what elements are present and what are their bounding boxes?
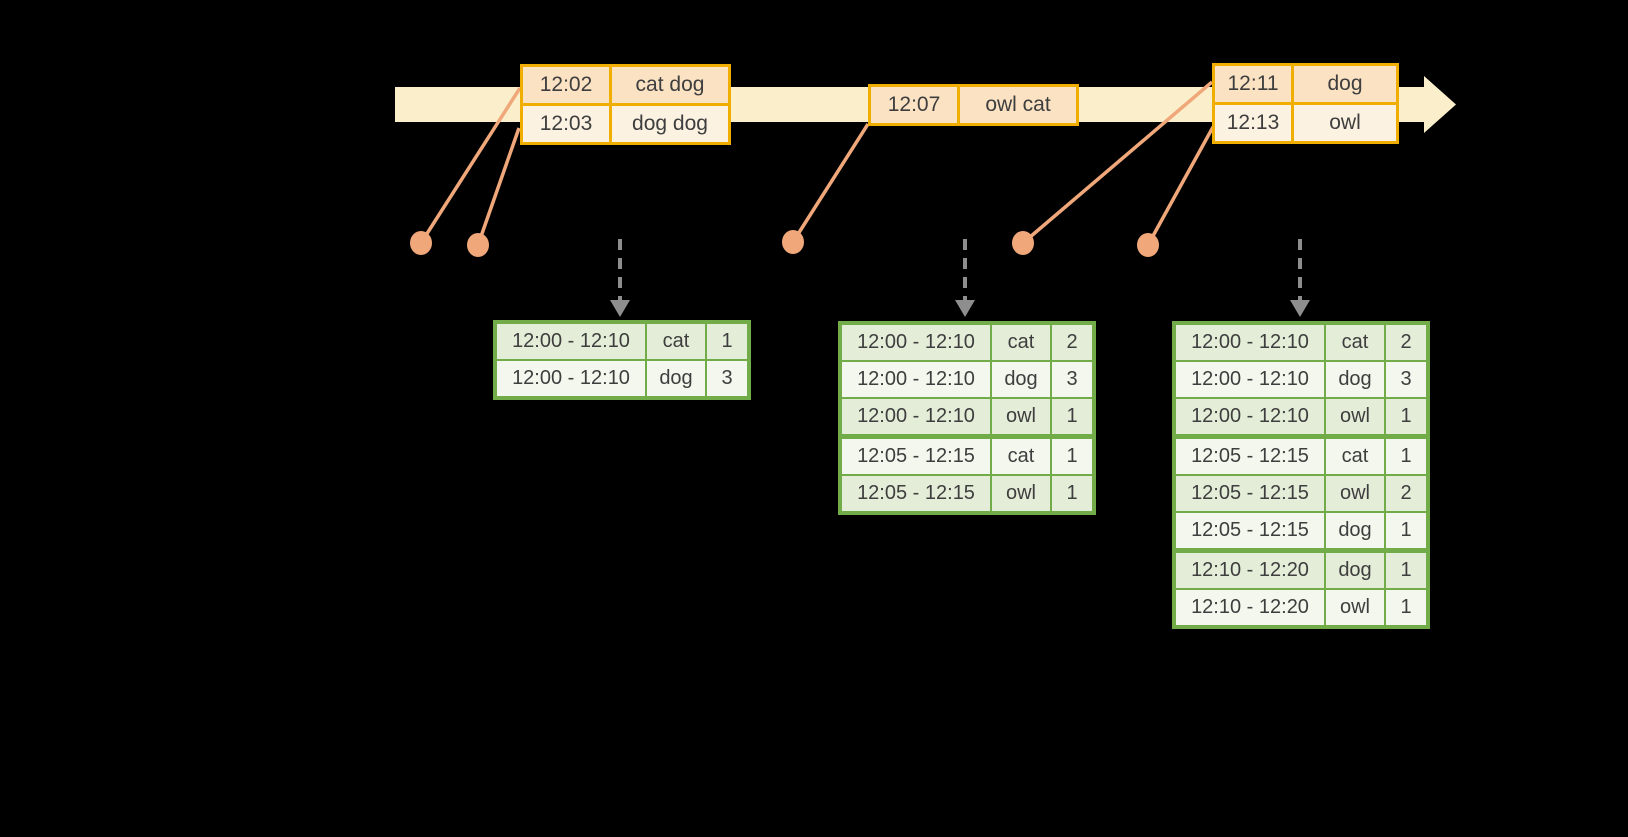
- result-count-cell: 2: [1050, 325, 1092, 360]
- event-dot: [1137, 233, 1159, 257]
- event-dot: [782, 230, 804, 254]
- result-word-cell: owl: [990, 399, 1050, 434]
- event-words-cell: dog dog: [609, 106, 728, 142]
- result-count-cell: 3: [705, 361, 747, 396]
- result-window-cell: 12:00 - 12:10: [1176, 399, 1324, 434]
- result-window-cell: 12:05 - 12:15: [842, 476, 990, 511]
- trigger-arrows: [618, 239, 1302, 301]
- event-time-cell: 12:13: [1215, 105, 1291, 141]
- result-row: 12:10 - 12:20 dog 1: [1176, 548, 1426, 588]
- result-window-cell: 12:00 - 12:10: [1176, 325, 1324, 360]
- event-words-cell: cat dog: [609, 67, 728, 103]
- connector-line: [791, 123, 870, 243]
- result-row: 12:00 - 12:10 cat 2: [842, 325, 1092, 360]
- result-row: 12:00 - 12:10 dog 3: [842, 360, 1092, 397]
- event-row: 12:13 owl: [1215, 102, 1396, 141]
- result-window-cell: 12:00 - 12:10: [842, 325, 990, 360]
- event-words-cell: dog: [1291, 66, 1396, 102]
- result-word-cell: cat: [645, 324, 705, 359]
- event-words-cell: owl cat: [957, 87, 1076, 123]
- event-dot: [467, 233, 489, 257]
- event-time-cell: 12:07: [871, 87, 957, 123]
- result-window-cell: 12:00 - 12:10: [497, 324, 645, 359]
- result-row: 12:05 - 12:15 cat 1: [1176, 434, 1426, 474]
- result-row: 12:05 - 12:15 cat 1: [842, 434, 1092, 474]
- event-time-cell: 12:02: [523, 67, 609, 103]
- connector-line: [1021, 80, 1214, 245]
- result-word-cell: dog: [645, 361, 705, 396]
- result-window-cell: 12:00 - 12:10: [842, 399, 990, 434]
- result-count-cell: 2: [1384, 325, 1426, 360]
- result-row: 12:05 - 12:15 owl 2: [1176, 474, 1426, 511]
- result-count-cell: 1: [1384, 553, 1426, 588]
- trigger-arrowheads: [610, 300, 1310, 317]
- result-word-cell: dog: [1324, 362, 1384, 397]
- result-word-cell: dog: [1324, 513, 1384, 548]
- timeline-arrowhead-icon: [1424, 76, 1456, 133]
- event-row: 12:07 owl cat: [871, 87, 1076, 123]
- result-word-cell: owl: [990, 476, 1050, 511]
- down-arrow-icon: [610, 300, 630, 317]
- result-count-cell: 1: [1384, 439, 1426, 474]
- result-window-cell: 12:05 - 12:15: [1176, 476, 1324, 511]
- event-row: 12:11 dog: [1215, 66, 1396, 102]
- result-count-cell: 1: [1384, 399, 1426, 434]
- result-word-cell: dog: [1324, 553, 1384, 588]
- result-row: 12:00 - 12:10 cat 2: [1176, 325, 1426, 360]
- result-row: 12:10 - 12:20 owl 1: [1176, 588, 1426, 625]
- result-count-cell: 1: [1384, 590, 1426, 625]
- event-dot: [410, 231, 432, 255]
- result-word-cell: owl: [1324, 590, 1384, 625]
- result-row: 12:00 - 12:10 owl 1: [1176, 397, 1426, 434]
- result-window-cell: 12:00 - 12:10: [842, 362, 990, 397]
- result-count-cell: 1: [1050, 439, 1092, 474]
- connector-line: [476, 127, 521, 246]
- result-count-cell: 3: [1384, 362, 1426, 397]
- result-word-cell: dog: [990, 362, 1050, 397]
- result-count-cell: 3: [1050, 362, 1092, 397]
- result-count-cell: 1: [705, 324, 747, 359]
- event-table-1202: 12:02 cat dog 12:03 dog dog: [520, 64, 731, 145]
- result-window-cell: 12:00 - 12:10: [1176, 362, 1324, 397]
- result-row: 12:00 - 12:10 owl 1: [842, 397, 1092, 434]
- result-table-2: 12:00 - 12:10 cat 2 12:00 - 12:10 dog 3 …: [838, 321, 1096, 515]
- event-connector-lines: [419, 80, 1215, 246]
- result-count-cell: 2: [1384, 476, 1426, 511]
- event-words-cell: owl: [1291, 105, 1396, 141]
- result-word-cell: owl: [1324, 476, 1384, 511]
- result-word-cell: owl: [1324, 399, 1384, 434]
- result-count-cell: 1: [1050, 476, 1092, 511]
- connector-line: [419, 87, 522, 244]
- result-table-3: 12:00 - 12:10 cat 2 12:00 - 12:10 dog 3 …: [1172, 321, 1430, 629]
- event-time-cell: 12:03: [523, 106, 609, 142]
- event-table-1211: 12:11 dog 12:13 owl: [1212, 63, 1399, 144]
- event-row: 12:02 cat dog: [523, 67, 728, 103]
- result-window-cell: 12:10 - 12:20: [1176, 553, 1324, 588]
- result-window-cell: 12:05 - 12:15: [1176, 513, 1324, 548]
- result-window-cell: 12:00 - 12:10: [497, 361, 645, 396]
- result-row: 12:05 - 12:15 owl 1: [842, 474, 1092, 511]
- result-row: 12:00 - 12:10 dog 3: [1176, 360, 1426, 397]
- result-word-cell: cat: [990, 439, 1050, 474]
- result-table-1: 12:00 - 12:10 cat 1 12:00 - 12:10 dog 3: [493, 320, 751, 400]
- event-time-cell: 12:11: [1215, 66, 1291, 102]
- event-table-1207: 12:07 owl cat: [868, 84, 1079, 126]
- result-row: 12:05 - 12:15 dog 1: [1176, 511, 1426, 548]
- down-arrow-icon: [955, 300, 975, 317]
- event-marker-dots: [410, 230, 1159, 257]
- down-arrow-icon: [1290, 300, 1310, 317]
- result-window-cell: 12:10 - 12:20: [1176, 590, 1324, 625]
- result-window-cell: 12:05 - 12:15: [1176, 439, 1324, 474]
- result-word-cell: cat: [990, 325, 1050, 360]
- result-count-cell: 1: [1384, 513, 1426, 548]
- result-row: 12:00 - 12:10 dog 3: [497, 359, 747, 396]
- event-row: 12:03 dog dog: [523, 103, 728, 142]
- result-word-cell: cat: [1324, 439, 1384, 474]
- result-row: 12:00 - 12:10 cat 1: [497, 324, 747, 359]
- result-word-cell: cat: [1324, 325, 1384, 360]
- connector-line: [1146, 126, 1215, 246]
- result-window-cell: 12:05 - 12:15: [842, 439, 990, 474]
- result-count-cell: 1: [1050, 399, 1092, 434]
- event-dot: [1012, 231, 1034, 255]
